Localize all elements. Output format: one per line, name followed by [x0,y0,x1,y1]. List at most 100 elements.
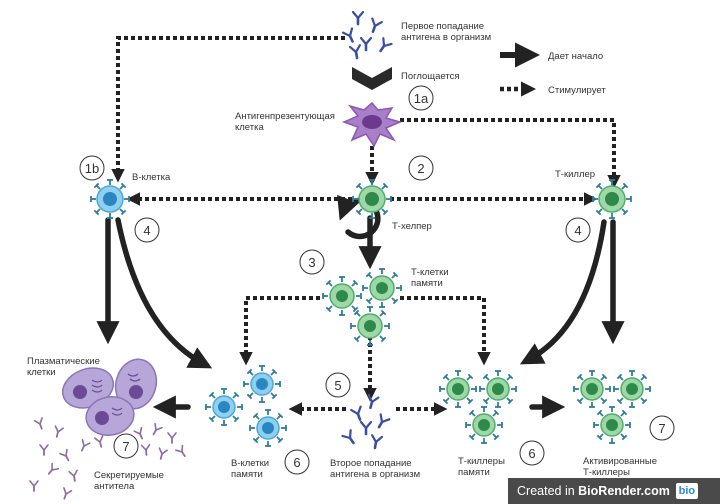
engulf-chevron-icon [352,67,392,90]
step-badge-1b [79,155,105,181]
antibody-icon [33,417,47,431]
t-killer-cell [592,179,632,219]
antigen-presenting-cell [341,101,403,148]
antibody-icon [155,447,169,461]
memory-t-cells [322,268,402,346]
antigen-icon [366,17,384,35]
step-number-3: 3 [308,255,315,270]
engulfs-label: Поглощается [401,71,460,82]
antigen-icon [351,10,365,26]
plasma-cell [85,396,135,436]
apc-label-line2: клетка [235,122,264,133]
first-antigen-cluster [341,10,393,61]
memory-b-cell [243,365,281,403]
step-number-4-left: 4 [143,223,150,238]
step-badge-6-right [519,440,545,466]
memory-b-label-line1: В-клетки [231,458,269,469]
step-badge-3 [299,249,325,275]
antibody-icon [59,448,73,464]
secreted-label-line2: антитела [94,481,135,492]
antibody-icon [133,426,147,442]
plasma-cells [61,358,158,436]
memory-t-to-killer-memory-arrow [400,296,491,366]
antigen-icon [364,393,380,411]
antigen-icon [348,43,364,61]
b-cell-to-memory-b-arrow [115,217,213,369]
memory-b-cells [205,365,287,447]
watermark-prefix: Created in [517,484,579,498]
step-badge-7-left [113,433,139,459]
legend-stimulates-label: Стимулирует [548,85,606,96]
antigen-icon [359,36,373,52]
apc-label-line1: Антигенпрезентующая [235,111,335,122]
killer-memory-cell [439,370,477,408]
memory-t-label-line1: Т-клетки [411,267,449,278]
antibody-icon [167,432,177,444]
antibody-icon [68,469,80,483]
t-helper-label: Т-хелпер [392,221,432,232]
step-badges [79,85,675,475]
memory-t-label-line2: памяти [411,278,443,289]
plasma-label-line2: клетки [27,367,56,378]
step-badge-6-left [284,449,310,475]
t-killer-to-killer-memory-arrow [519,219,607,365]
step-number-7-right: 7 [658,421,665,436]
antigen-icon [341,27,359,45]
step-number-2: 2 [417,161,424,176]
memory-b-cell [205,388,243,426]
secreted-label-line1: Секретируемые [94,470,164,481]
watermark-text: Created in BioRender.com [508,484,670,498]
activated-killer-cell [573,370,611,408]
step-badge-2 [408,155,434,181]
first-exposure-label-line1: Первое попадание [401,21,484,32]
step-number-1b: 1b [85,161,99,176]
activated-killer-label-line1: Активированные [583,456,657,467]
antibody-icon [44,462,60,478]
t-helper-cell [352,179,392,219]
memory-t-cell [322,276,362,316]
antibody-icon [51,425,65,439]
antibody-icon [174,444,190,460]
antigen-to-b-cell-arrow [111,36,345,183]
step-badge-4-right [565,217,591,243]
gives-rise-arrows [96,194,625,419]
antibody-icon [149,422,163,438]
stimulation-arrows [111,36,621,416]
killer-memory-label-line2: памяти [458,467,490,478]
activated-killer-cell [593,406,631,444]
killer-memory-cell [465,406,503,444]
memory-b-cell [249,409,287,447]
memory-t-cell [350,306,390,346]
antigen-icon [375,36,393,56]
killer-memory-cells [439,370,517,444]
antibody-icon [29,480,39,492]
biorender-logo-icon: bio [675,483,698,499]
step-badge-7-right [649,415,675,441]
t-helper-cycle-arrow [337,194,381,240]
step-badge-4-left [134,217,160,243]
antigen-icon [349,405,367,423]
step-number-6-right: 6 [528,446,535,461]
step-number-1a: 1a [414,91,429,106]
antibody-icon [59,487,73,501]
antigen-icon [373,413,391,431]
step-number-5: 5 [334,378,341,393]
antibody-icon [39,444,49,456]
antibody-icon [77,438,91,454]
memory-b-label-line2: памяти [231,469,263,480]
plasma-cell [114,358,158,410]
antigen-icon [359,420,373,436]
second-antigen-cluster [341,393,391,451]
biorender-watermark[interactable]: Created in BioRender.com bio [508,478,720,504]
apc-to-t-killer-arrow [400,118,621,189]
memory-t-to-memory-b-arrow [239,296,320,366]
memory-t-cell [362,268,402,308]
step-number-4-right: 4 [574,223,581,238]
activated-killer-label-line2: Т-киллеры [583,467,630,478]
b-cell-label: В-клетка [132,172,171,183]
antigen-icon [341,428,359,448]
watermark-brand: BioRender.com [578,484,670,498]
t-killer-label: Т-киллер [555,169,595,180]
antibody-icon [140,443,152,457]
